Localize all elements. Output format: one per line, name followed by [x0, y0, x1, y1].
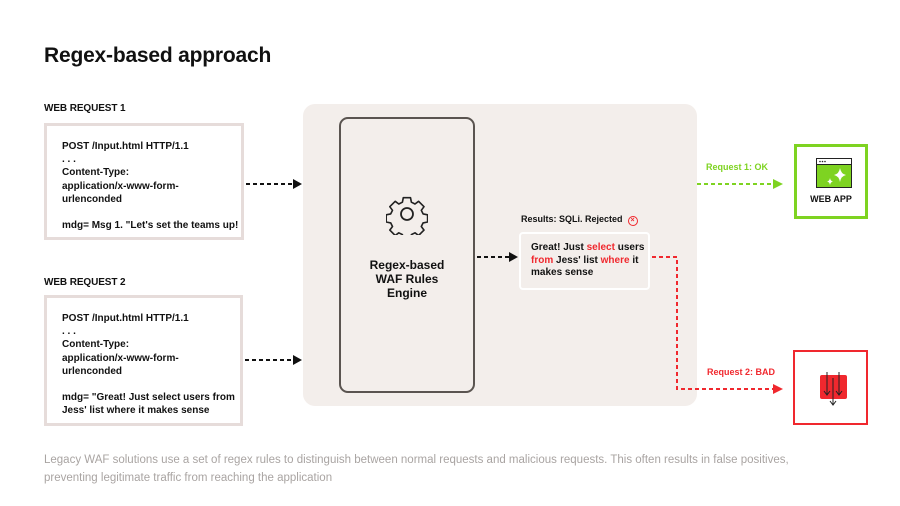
- result-text: Jess' list: [553, 254, 601, 266]
- request-line: application/x-www-form-: [62, 352, 179, 364]
- arrow-request-2: [245, 355, 302, 365]
- page-title: Regex-based approach: [44, 44, 272, 67]
- gear-icon: [386, 196, 428, 235]
- request-line: Jess' list where it makes sense: [62, 405, 210, 417]
- arrow-request-1: [246, 179, 302, 189]
- request-line: application/x-www-form-: [62, 180, 179, 192]
- request-line: mdg= Msg 1. "Let's set the teams up!: [62, 220, 239, 232]
- result-text: Great! Just: [531, 242, 587, 253]
- result-text: users: [614, 242, 645, 253]
- arrow-bad: [652, 256, 783, 394]
- sql-keyword: from: [531, 254, 554, 266]
- web-request-2-box: POST /Input.html HTTP/1.1 . . . Content-…: [44, 295, 243, 426]
- request-line: POST /Input.html HTTP/1.1: [62, 313, 189, 324]
- request-line: . . .: [62, 154, 76, 166]
- sql-keyword: select: [586, 242, 615, 253]
- arrow-engine-to-result: [477, 252, 518, 262]
- engine-label-line: WAF Rules: [375, 272, 439, 286]
- sql-keyword: where: [600, 254, 630, 266]
- x-circle-icon: ×: [627, 216, 638, 226]
- result-label-text: Results: SQLi. Rejected: [521, 214, 623, 224]
- engine-label-line: Engine: [386, 286, 427, 300]
- result-text: makes sense: [531, 267, 594, 278]
- web-request-1-label: WEB REQUEST 1: [44, 103, 126, 114]
- web-request-1-box: POST /Input.html HTTP/1.1 . . . Content-…: [44, 123, 244, 240]
- result-text: it: [629, 254, 639, 266]
- request-line: urlenconded: [62, 365, 123, 377]
- bad-flow-label: Request 2: BAD: [707, 367, 776, 377]
- request-line: Content-Type:: [62, 167, 130, 179]
- web-request-2-label: WEB REQUEST 2: [44, 277, 126, 288]
- engine-label: Regex-based WAF Rules Engine: [339, 258, 475, 300]
- request-line: Content-Type:: [62, 339, 130, 351]
- request-line: POST /Input.html HTTP/1.1: [62, 141, 189, 152]
- web-app-destination: WEB APP: [794, 144, 868, 219]
- result-label: Results: SQLi. Rejected ×: [521, 214, 638, 226]
- arrow-ok: [697, 179, 783, 189]
- blocked-destination: [793, 350, 868, 425]
- request-line: . . .: [62, 326, 76, 338]
- blocked-arrows-icon: [820, 372, 847, 406]
- engine-label-line: Regex-based: [369, 258, 445, 272]
- result-box: Great! Just select users from Jess' list…: [519, 232, 650, 290]
- request-line: mdg= "Great! Just select users from: [62, 392, 235, 404]
- request-line: urlenconded: [62, 193, 123, 205]
- ok-flow-label: Request 1: OK: [706, 162, 769, 172]
- web-app-label: WEB APP: [810, 194, 852, 204]
- caption: Legacy WAF solutions use a set of regex …: [44, 454, 789, 484]
- browser-sparkle-icon: [816, 158, 852, 188]
- waf-rules-engine: [339, 117, 475, 393]
